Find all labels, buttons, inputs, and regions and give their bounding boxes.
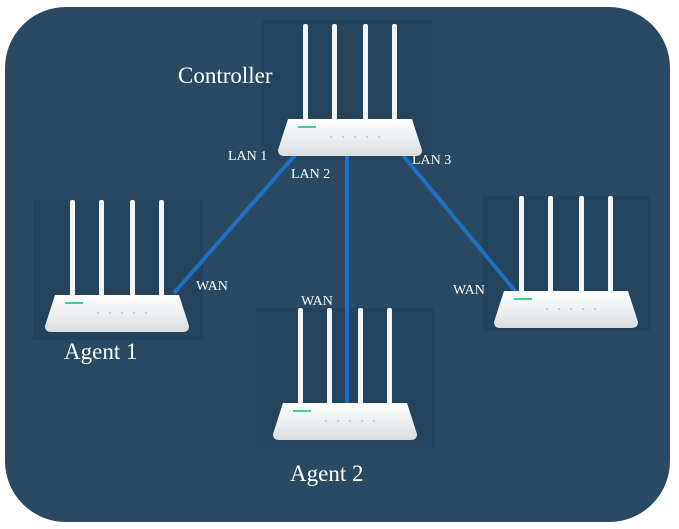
link-lan1-agent1 (172, 152, 298, 295)
wan-label-agent1: WAN (196, 279, 228, 294)
agent1-label: Agent 1 (64, 339, 137, 364)
lan2-label: LAN 2 (291, 167, 330, 182)
lan3-label: LAN 3 (412, 153, 451, 168)
lan1-label: LAN 1 (228, 149, 267, 164)
wan-label-agent2: WAN (301, 294, 333, 309)
diagram-background (3, 5, 672, 524)
link-lan3-agent3 (399, 151, 518, 294)
agent2-label: Agent 2 (290, 461, 363, 486)
controller-label: Controller (178, 63, 273, 88)
wan-label-agent3: WAN (453, 283, 485, 298)
